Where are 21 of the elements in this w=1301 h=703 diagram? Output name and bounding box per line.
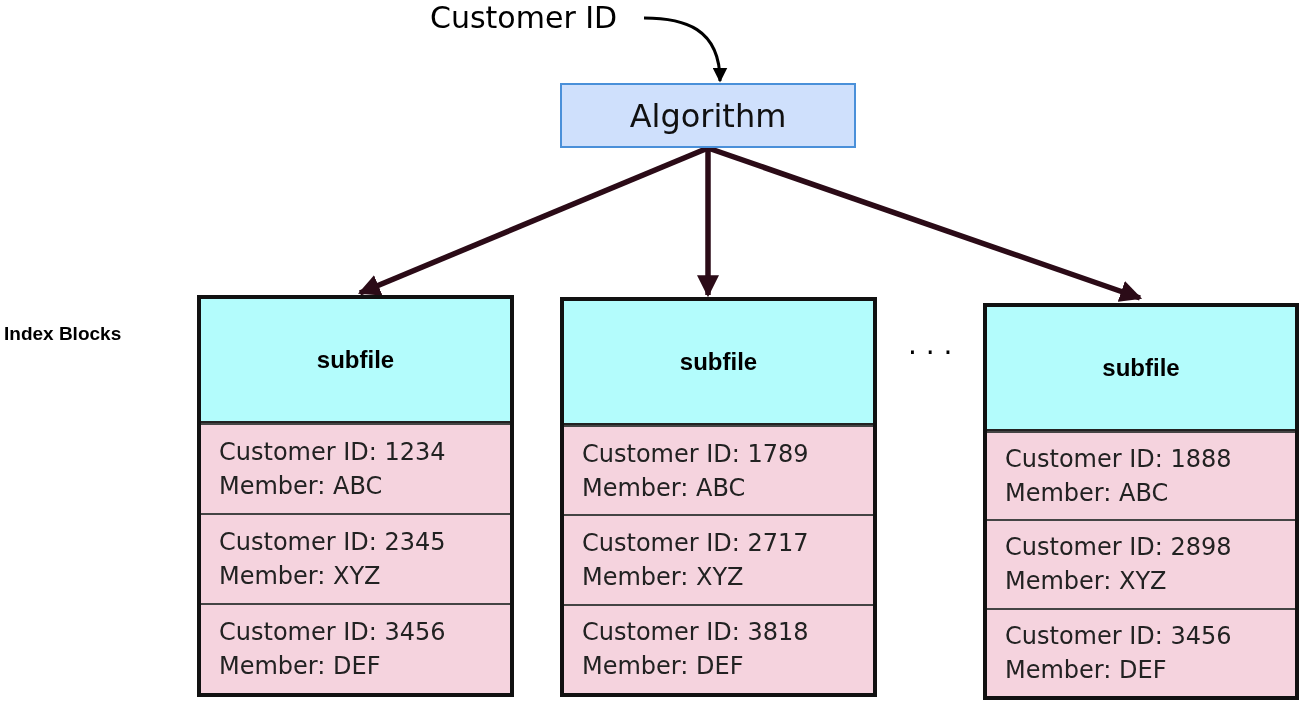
record-row: Customer ID: 1789 Member: ABC: [564, 425, 873, 515]
ellipsis-label: · · ·: [908, 336, 953, 369]
group-label: Index Blocks: [4, 322, 123, 346]
block-heading: subfile: [316, 346, 395, 374]
record-row: Customer ID: 2717 Member: XYZ: [564, 514, 873, 604]
index-block: [197, 295, 514, 697]
index-block: [560, 297, 877, 697]
process-box: Algorithm: [560, 83, 856, 148]
arrow: [697, 148, 719, 298]
record-row: Customer ID: 3818 Member: DEF: [564, 603, 873, 693]
record-row: Customer ID: 2898 Member: XYZ: [987, 519, 1295, 608]
index-block: [983, 303, 1299, 700]
record-row: Customer ID: 1888 Member: ABC: [987, 431, 1295, 520]
block-heading: subfile: [679, 348, 758, 376]
block-heading: subfile: [1102, 354, 1180, 382]
input-label: Customer ID: [430, 0, 618, 36]
record-row: Customer ID: 1234 Member: ABC: [201, 423, 510, 513]
record-row: Customer ID: 2345 Member: XYZ: [201, 513, 510, 603]
arrow: [643, 16, 727, 83]
record-row: Customer ID: 3456 Member: DEF: [987, 607, 1295, 696]
record-row: Customer ID: 3456 Member: DEF: [201, 603, 510, 693]
